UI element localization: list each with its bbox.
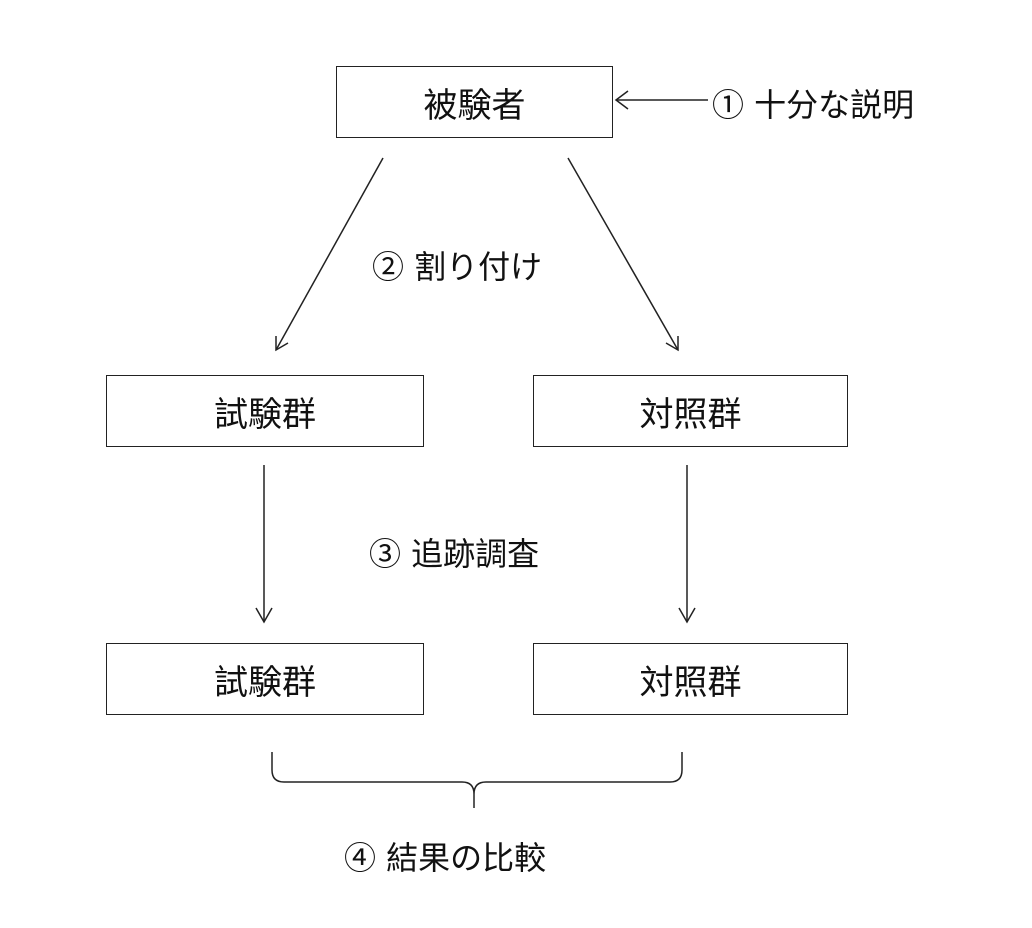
assign-arrow-test xyxy=(275,157,384,351)
control-group-label-1: 対照群 xyxy=(639,394,742,435)
assign-arrowhead-test xyxy=(275,336,289,352)
step4-label: ④ 結果の比較 xyxy=(344,839,547,877)
test-group-label-1: 試験群 xyxy=(214,394,316,435)
followup-arrowhead-control xyxy=(678,607,696,624)
subject-label: 被験者 xyxy=(423,85,526,126)
test-group-label-2: 試験群 xyxy=(214,662,316,703)
step1-label: ① 十分な説明 xyxy=(712,86,915,124)
test-group-box-2: 試験群 xyxy=(106,643,424,715)
assign-arrow-control xyxy=(567,157,679,351)
control-group-box-2: 対照群 xyxy=(533,643,848,715)
subject-box: 被験者 xyxy=(336,66,613,138)
step2-label: ② 割り付け xyxy=(372,248,543,286)
explanation-arrowhead xyxy=(614,90,629,110)
comparison-bracket xyxy=(271,752,683,795)
test-group-box-1: 試験群 xyxy=(106,375,424,447)
followup-arrowhead-test xyxy=(255,607,273,624)
step3-label: ③ 追跡調査 xyxy=(369,535,540,573)
control-group-box-1: 対照群 xyxy=(533,375,848,447)
assign-arrowhead-control xyxy=(665,336,679,352)
control-group-label-2: 対照群 xyxy=(639,662,742,703)
